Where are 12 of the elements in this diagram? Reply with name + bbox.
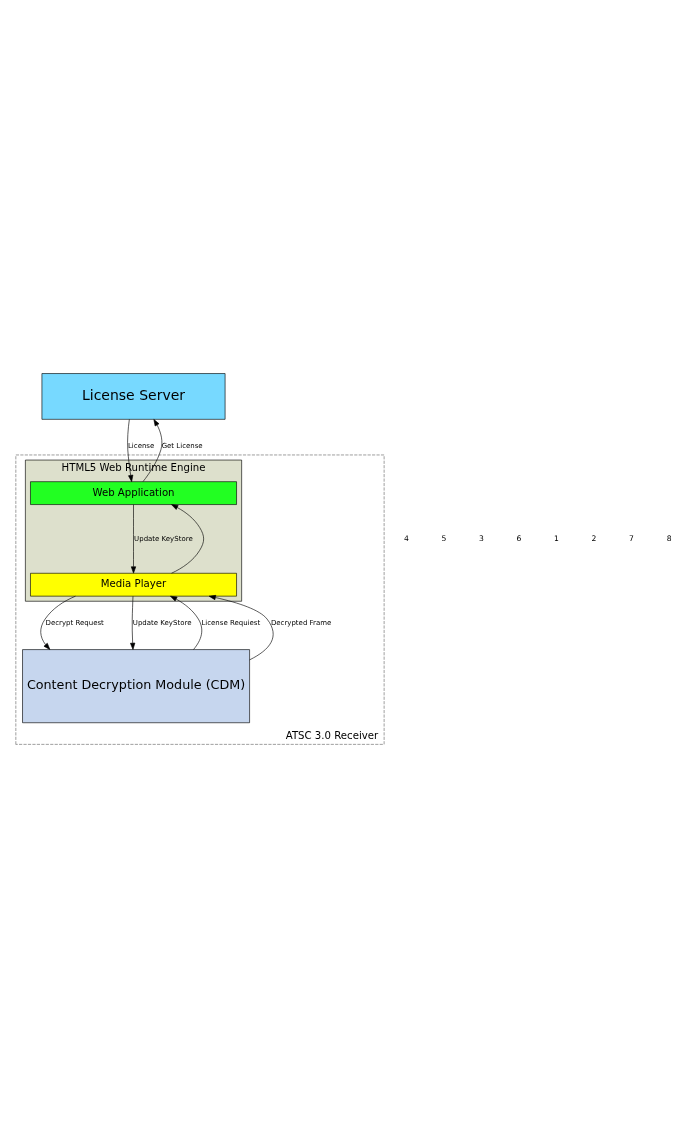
arrow bbox=[142, 418, 163, 482]
arrow bbox=[170, 595, 203, 650]
node-box: Content Decryption Module (CDM) bbox=[22, 648, 250, 723]
arrow bbox=[171, 503, 204, 574]
node-box: Web Application bbox=[30, 480, 237, 505]
arrow bbox=[40, 595, 76, 650]
arrow bbox=[130, 595, 136, 650]
arrow bbox=[208, 594, 274, 660]
node-box: Media Player bbox=[30, 572, 237, 596]
node-box: License Server bbox=[41, 372, 226, 420]
arrow bbox=[127, 418, 134, 482]
arrow bbox=[130, 503, 137, 573]
